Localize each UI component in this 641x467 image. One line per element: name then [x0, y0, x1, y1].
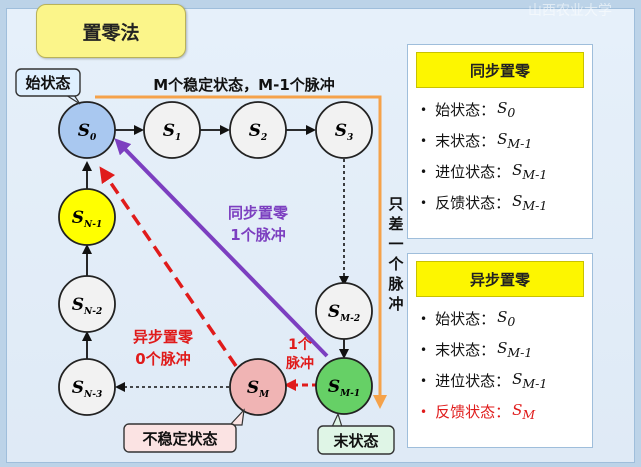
svg-text:始状态: 始状态: [25, 74, 70, 92]
svg-text:S0: S0: [78, 121, 97, 143]
state-sm2: SM-2: [315, 282, 373, 340]
one-pulse-label: 1个 脉冲: [285, 336, 314, 372]
bullet-icon: •: [420, 133, 428, 148]
bullet-icon: •: [420, 311, 428, 326]
state-sn1: SN-1: [58, 188, 116, 246]
state-s3: S3: [315, 101, 373, 159]
svg-text:SN-2: SN-2: [72, 295, 103, 317]
svg-text:SN-1: SN-1: [72, 208, 103, 230]
state-sm1: SM-1: [315, 357, 373, 415]
svg-text:S3: S3: [335, 121, 354, 143]
svg-text:一: 一: [388, 235, 403, 253]
sync-item-carry: •进位状态：SM-1: [420, 161, 548, 182]
start-state-callout: 始状态: [15, 68, 81, 105]
sync-reset-label: 同步置零 1个脉冲: [228, 204, 289, 244]
bullet-icon: •: [420, 195, 428, 210]
bullet-icon: •: [420, 164, 428, 179]
sync-item-end: •末状态：SM-1: [420, 130, 533, 151]
unstable-state-callout: 不稳定状态: [123, 408, 245, 453]
top-arc-line: [95, 95, 387, 409]
state-sn2: SN-2: [58, 275, 116, 333]
svg-text:S1: S1: [163, 121, 182, 143]
svg-text:1个脉冲: 1个脉冲: [230, 226, 285, 244]
async-item-carry: •进位状态：SM-1: [420, 370, 548, 391]
end-state-callout: 末状态: [317, 412, 395, 455]
state-sm: SM: [229, 358, 287, 416]
async-reset-arrow: [99, 166, 238, 367]
svg-text:只: 只: [388, 195, 403, 213]
top-arc-label: M个稳定状态，M-1个脉冲: [153, 76, 335, 94]
svg-text:SN-3: SN-3: [72, 378, 103, 400]
svg-text:异步置零: 异步置零: [133, 328, 194, 346]
svg-text:S2: S2: [249, 121, 268, 143]
svg-text:SM-2: SM-2: [328, 302, 360, 324]
svg-text:SM: SM: [247, 378, 270, 400]
state-s1: S1: [143, 101, 201, 159]
state-sn3: SN-3: [58, 358, 116, 416]
async-item-end: •末状态：SM-1: [420, 339, 533, 360]
svg-text:差: 差: [388, 215, 403, 233]
sync-reset-panel: 同步置零 •始状态：S0 •末状态：SM-1 •进位状态：SM-1 •反馈状态：…: [407, 44, 593, 239]
sync-item-start: •始状态：S0: [420, 99, 516, 120]
sync-item-feedback: •反馈状态：SM-1: [420, 192, 548, 213]
svg-text:1个: 1个: [288, 336, 313, 353]
bullet-icon: •: [420, 102, 428, 117]
vertical-note: 只 差 一 个 脉 冲: [387, 195, 404, 313]
watermark: 山西农业大学: [528, 3, 612, 19]
svg-text:脉: 脉: [387, 275, 404, 293]
async-panel-header: 异步置零: [416, 261, 584, 297]
async-reset-label: 异步置零 0个脉冲: [133, 328, 194, 368]
bullet-icon: •: [420, 373, 428, 388]
svg-text:0个脉冲: 0个脉冲: [135, 350, 190, 368]
svg-text:不稳定状态: 不稳定状态: [142, 430, 217, 448]
bullet-icon: •: [420, 342, 428, 357]
bullet-icon: •: [420, 404, 428, 419]
async-item-start: •始状态：S0: [420, 308, 516, 329]
state-s2: S2: [229, 101, 287, 159]
sync-reset-arrow: [114, 138, 329, 358]
svg-text:脉冲: 脉冲: [285, 355, 314, 372]
svg-text:SM-1: SM-1: [328, 377, 360, 399]
sync-panel-header: 同步置零: [416, 52, 584, 88]
svg-text:冲: 冲: [388, 295, 403, 313]
state-s0: S0: [58, 101, 116, 159]
svg-text:个: 个: [387, 255, 404, 273]
page-title: 置零法: [36, 4, 186, 58]
async-reset-panel: 异步置零 •始状态：S0 •末状态：SM-1 •进位状态：SM-1 •反馈状态：…: [407, 253, 593, 448]
async-item-feedback: •反馈状态：SM: [420, 401, 536, 422]
svg-text:末状态: 末状态: [333, 432, 378, 450]
svg-text:同步置零: 同步置零: [228, 204, 289, 222]
